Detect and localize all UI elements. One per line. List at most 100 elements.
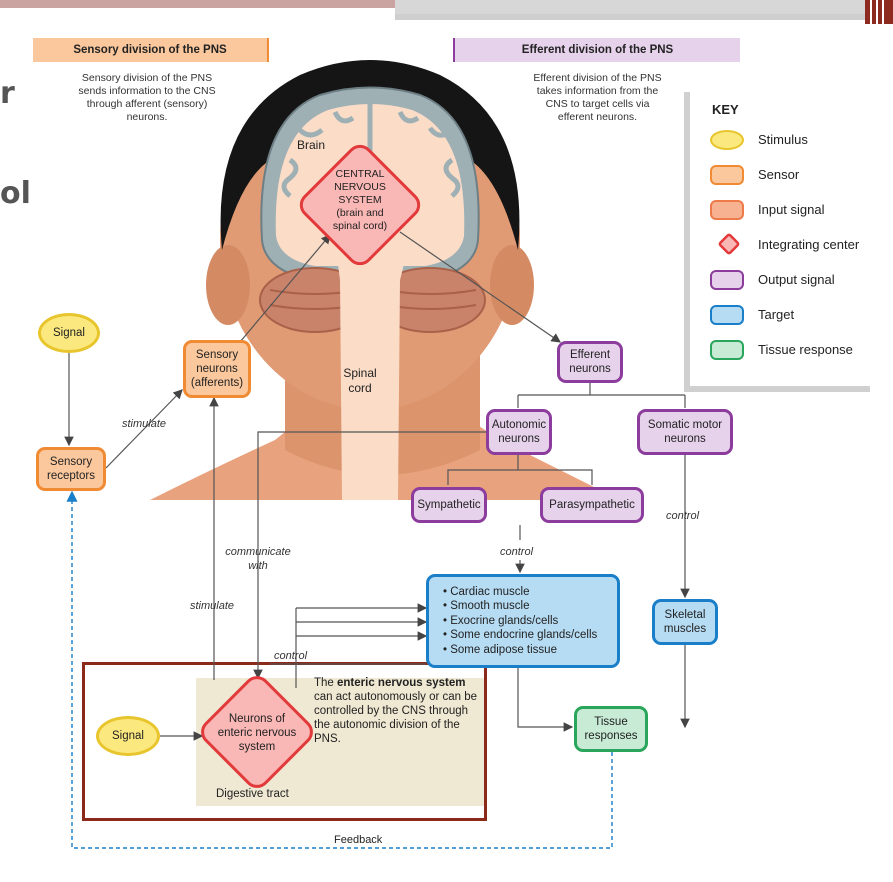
digestive-tract-label: Digestive tract xyxy=(216,788,289,800)
enteric-desc-bold: enteric nervous system xyxy=(337,677,466,689)
edge-label-communicate: communicate with xyxy=(218,545,298,573)
efferent-desc-line: CNS to target cells via xyxy=(545,98,650,110)
efferent-desc-line: Efferent division of the PNS xyxy=(533,72,662,84)
legend-swatch xyxy=(710,270,744,290)
node-line: Parasympathetic xyxy=(549,499,635,511)
node-line: Sensory xyxy=(49,456,93,468)
legend-item-output-signal: Output signal xyxy=(710,270,880,292)
edge-label-control: control xyxy=(500,546,534,558)
cns-label-line: (brain and xyxy=(336,207,384,219)
left-ear xyxy=(206,245,250,325)
target-item: • Smooth muscle xyxy=(443,600,530,613)
sensory-receptors-node: Sensory receptors xyxy=(36,447,106,491)
sensory-neurons-node: Sensory neurons (afferents) xyxy=(183,340,251,398)
autonomic-neurons-node: Autonomic neurons xyxy=(486,409,552,455)
node-line: Autonomic xyxy=(491,419,547,431)
edge-label-stimulate: stimulate xyxy=(122,418,167,430)
enteric-diamond xyxy=(201,676,313,788)
node-line: neurons xyxy=(569,363,611,375)
edge-label-control: control xyxy=(274,650,308,662)
sensory-desc-line: Sensory division of the PNS xyxy=(81,72,213,84)
sympathetic-node: Sympathetic xyxy=(411,487,487,523)
node-line: neurons xyxy=(664,433,706,445)
parasympathetic-node: Parasympathetic xyxy=(540,487,644,523)
feedback-label: Feedback xyxy=(334,834,383,846)
target-item: • Some endocrine glands/cells xyxy=(443,629,598,642)
legend-item-stimulus: Stimulus xyxy=(710,130,880,152)
node-line: Sensory xyxy=(195,349,239,361)
legend-title: KEY xyxy=(712,102,739,117)
signal-bottom-node: Signal xyxy=(96,716,160,756)
spinal-cord-label-line: cord xyxy=(348,381,372,395)
feedback-loop xyxy=(66,490,613,849)
node-line: neurons xyxy=(196,363,238,375)
cns-label-line: spinal cord) xyxy=(332,220,388,232)
enteric-description: The enteric nervous system can act auton… xyxy=(314,676,484,746)
somatic-motor-neurons-node: Somatic motor neurons xyxy=(637,409,733,455)
cns-label-line: CENTRAL xyxy=(335,168,385,180)
edge-label-control: control xyxy=(666,510,700,522)
brain-label: Brain xyxy=(297,138,326,152)
efferent-division-header: Efferent division of the PNS xyxy=(453,38,740,62)
enteric-neurons-label: Neurons of enteric nervous system xyxy=(209,712,305,754)
spinal-cord-label-line: Spinal xyxy=(343,366,377,380)
node-line: neurons xyxy=(498,433,540,445)
target-item: • Some adipose tissue xyxy=(443,643,557,656)
node-line: (afferents) xyxy=(190,377,244,389)
enteric-desc-pre: The xyxy=(314,677,338,689)
node-line: Sympathetic xyxy=(417,499,481,511)
legend-label: Output signal xyxy=(758,272,835,287)
node-line: system xyxy=(238,741,276,753)
target-item: • Exocrine glands/cells xyxy=(443,614,559,627)
efferent-desc-line: efferent neurons. xyxy=(557,111,638,123)
edge-label-stimulate: stimulate xyxy=(190,600,235,612)
legend-item-sensor: Sensor xyxy=(710,165,880,187)
skeletal-muscles-node: Skeletal muscles xyxy=(652,599,718,645)
node-line: enteric nervous xyxy=(217,727,297,739)
slide-header-bar xyxy=(0,0,893,24)
cns-label-line: SYSTEM xyxy=(338,194,382,206)
sensory-division-description: Sensory division of the PNS sends inform… xyxy=(42,72,252,124)
legend-label: Integrating center xyxy=(758,237,860,252)
side-text-fragment-2: ol xyxy=(0,176,31,211)
edge-label-line: with xyxy=(248,560,268,572)
node-line: muscles xyxy=(663,623,707,635)
sensory-desc-line: through afferent (sensory) xyxy=(86,98,208,110)
legend-label: Target xyxy=(758,307,795,322)
edge-label-line: communicate xyxy=(225,546,291,558)
legend-item-input-signal: Input signal xyxy=(710,200,880,222)
efferent-desc-line: takes information from the xyxy=(536,85,659,97)
side-text-fragment-1: r xyxy=(0,76,15,111)
signal-top-node: Signal xyxy=(38,313,100,353)
tissue-responses-node: Tissue responses xyxy=(574,706,648,752)
legend-label: Sensor xyxy=(758,167,800,182)
node-line: Neurons of xyxy=(228,713,286,725)
node-line: Efferent xyxy=(569,349,611,361)
node-line: responses xyxy=(584,730,638,742)
enteric-desc-rest: can act autonomously or can be controlle… xyxy=(314,691,478,745)
legend-label: Input signal xyxy=(758,202,825,217)
node-line: Somatic motor xyxy=(647,419,723,431)
legend-swatch xyxy=(710,130,744,150)
efferent-division-description: Efferent division of the PNS takes infor… xyxy=(500,72,695,124)
node-line: Tissue xyxy=(594,716,628,728)
legend-swatch xyxy=(710,305,744,325)
node-line: Skeletal xyxy=(664,609,706,621)
node-line: receptors xyxy=(47,470,95,482)
signal-bottom-label: Signal xyxy=(112,730,144,742)
sensory-division-header: Sensory division of the PNS xyxy=(33,38,269,62)
legend-key: KEY Stimulus Sensor Input signal Integra… xyxy=(690,86,876,386)
spinal-cord xyxy=(335,240,410,500)
legend-swatch xyxy=(710,165,744,185)
legend-item-tissue-response: Tissue response xyxy=(710,340,880,362)
sensory-desc-line: neurons. xyxy=(126,111,168,123)
signal-top-label: Signal xyxy=(53,327,85,339)
legend-diamond-icon xyxy=(718,233,740,255)
cns-label: CENTRAL NERVOUS SYSTEM (brain and spinal… xyxy=(315,168,405,233)
legend-swatch xyxy=(710,200,744,220)
legend-item-integrating-center: Integrating center xyxy=(710,233,880,257)
target-item: • Cardiac muscle xyxy=(443,585,530,598)
legend-item-target: Target xyxy=(710,305,880,327)
legend-label: Stimulus xyxy=(758,132,808,147)
